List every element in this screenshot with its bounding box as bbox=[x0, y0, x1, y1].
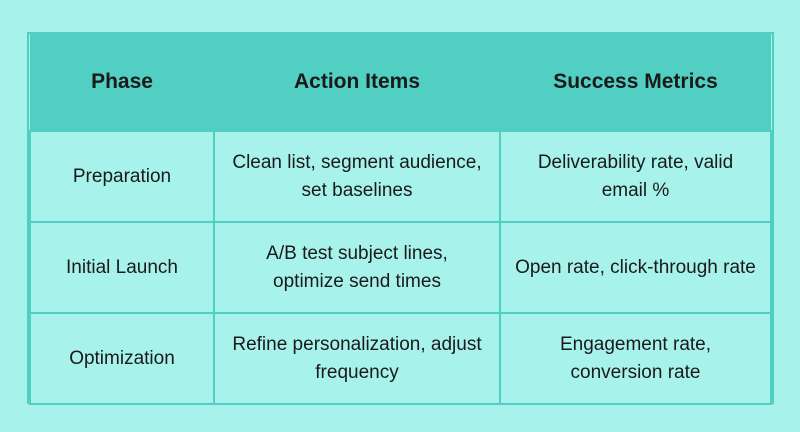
table-row: Optimization Refine personalization, adj… bbox=[29, 312, 772, 405]
table-row: Initial Launch A/B test subject lines, o… bbox=[29, 221, 772, 314]
cell-success-metrics: Open rate, click-through rate bbox=[499, 221, 772, 314]
strategy-table-container: Phase Action Items Success Metrics Prepa… bbox=[27, 32, 774, 405]
cell-phase: Optimization bbox=[29, 312, 215, 405]
cell-success-metrics: Deliverability rate, valid email % bbox=[499, 130, 772, 223]
cell-action-items: Refine personalization, adjust frequency bbox=[213, 312, 501, 405]
cell-action-items: Clean list, segment audience, set baseli… bbox=[213, 130, 501, 223]
table-header: Phase Action Items Success Metrics bbox=[30, 34, 771, 131]
cell-phase: Initial Launch bbox=[29, 221, 215, 314]
header-phase: Phase bbox=[30, 34, 214, 131]
header-row: Phase Action Items Success Metrics bbox=[30, 34, 771, 131]
header-action-items: Action Items bbox=[214, 34, 500, 131]
table-body: Preparation Clean list, segment audience… bbox=[29, 130, 772, 405]
cell-action-items: A/B test subject lines, optimize send ti… bbox=[213, 221, 501, 314]
header-success-metrics: Success Metrics bbox=[500, 34, 771, 131]
table-row: Preparation Clean list, segment audience… bbox=[29, 130, 772, 223]
cell-success-metrics: Engagement rate, conversion rate bbox=[499, 312, 772, 405]
strategy-table: Phase Action Items Success Metrics Prepa… bbox=[29, 34, 772, 405]
cell-phase: Preparation bbox=[29, 130, 215, 223]
